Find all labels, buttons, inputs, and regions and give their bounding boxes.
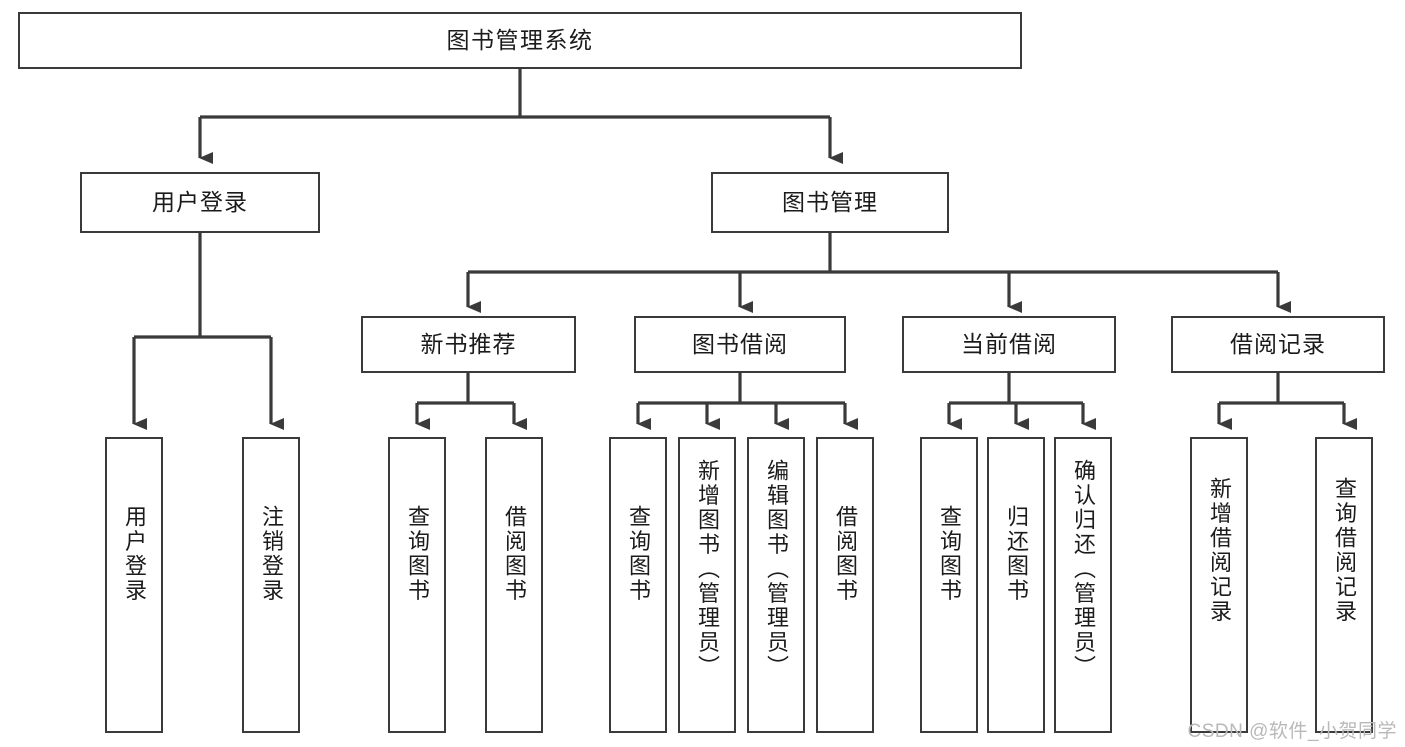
node-book-management-label: 图书管理 xyxy=(782,188,878,215)
node-leaf-user-logout[interactable]: 注销登录 xyxy=(242,437,300,733)
node-leaf-edit-book[interactable]: 编辑图书（管理员） xyxy=(747,437,805,733)
node-current-borrow-label: 当前借阅 xyxy=(961,330,1057,357)
node-leaf-query-book-1[interactable]: 查询图书 xyxy=(388,437,446,733)
node-new-book-recommend[interactable]: 新书推荐 xyxy=(361,316,576,373)
node-leaf-confirm-return-label: 确认归还（管理员） xyxy=(1071,459,1096,680)
node-leaf-add-record[interactable]: 新增借阅记录 xyxy=(1190,437,1248,733)
node-leaf-query-record[interactable]: 查询借阅记录 xyxy=(1315,437,1373,733)
node-leaf-query-book-3-label: 查询图书 xyxy=(937,505,962,603)
node-book-borrow[interactable]: 图书借阅 xyxy=(634,316,846,373)
node-leaf-query-book-3[interactable]: 查询图书 xyxy=(920,437,978,733)
node-leaf-query-record-label: 查询借阅记录 xyxy=(1332,477,1357,624)
node-borrow-record[interactable]: 借阅记录 xyxy=(1171,316,1385,373)
node-leaf-user-logout-label: 注销登录 xyxy=(259,505,284,603)
node-leaf-add-book-label: 新增图书（管理员） xyxy=(695,459,720,680)
node-root[interactable]: 图书管理系统 xyxy=(18,12,1022,69)
node-book-management[interactable]: 图书管理 xyxy=(711,172,949,233)
node-leaf-return-book-label: 归还图书 xyxy=(1004,505,1029,603)
node-leaf-add-record-label: 新增借阅记录 xyxy=(1207,477,1232,624)
node-book-borrow-label: 图书借阅 xyxy=(692,330,788,357)
node-leaf-borrow-book-1[interactable]: 借阅图书 xyxy=(485,437,543,733)
node-user-login-label: 用户登录 xyxy=(152,188,248,215)
node-borrow-record-label: 借阅记录 xyxy=(1230,330,1326,357)
node-leaf-return-book[interactable]: 归还图书 xyxy=(987,437,1045,733)
node-leaf-query-book-2-label: 查询图书 xyxy=(626,505,651,603)
node-leaf-confirm-return[interactable]: 确认归还（管理员） xyxy=(1054,437,1112,733)
watermark: CSDN @软件_小贺同学 xyxy=(1187,721,1397,742)
node-leaf-add-book[interactable]: 新增图书（管理员） xyxy=(678,437,736,733)
node-leaf-query-book-2[interactable]: 查询图书 xyxy=(609,437,667,733)
node-leaf-query-book-1-label: 查询图书 xyxy=(405,505,430,603)
node-leaf-borrow-book-1-label: 借阅图书 xyxy=(502,505,527,603)
node-leaf-user-login[interactable]: 用户登录 xyxy=(105,437,163,733)
node-new-book-recommend-label: 新书推荐 xyxy=(420,330,517,357)
node-current-borrow[interactable]: 当前借阅 xyxy=(902,316,1116,373)
node-leaf-edit-book-label: 编辑图书（管理员） xyxy=(764,459,789,680)
node-leaf-user-login-label: 用户登录 xyxy=(122,505,147,603)
node-leaf-borrow-book-2-label: 借阅图书 xyxy=(833,505,858,603)
node-leaf-borrow-book-2[interactable]: 借阅图书 xyxy=(816,437,874,733)
node-root-label: 图书管理系统 xyxy=(446,26,594,53)
node-user-login[interactable]: 用户登录 xyxy=(80,172,320,233)
